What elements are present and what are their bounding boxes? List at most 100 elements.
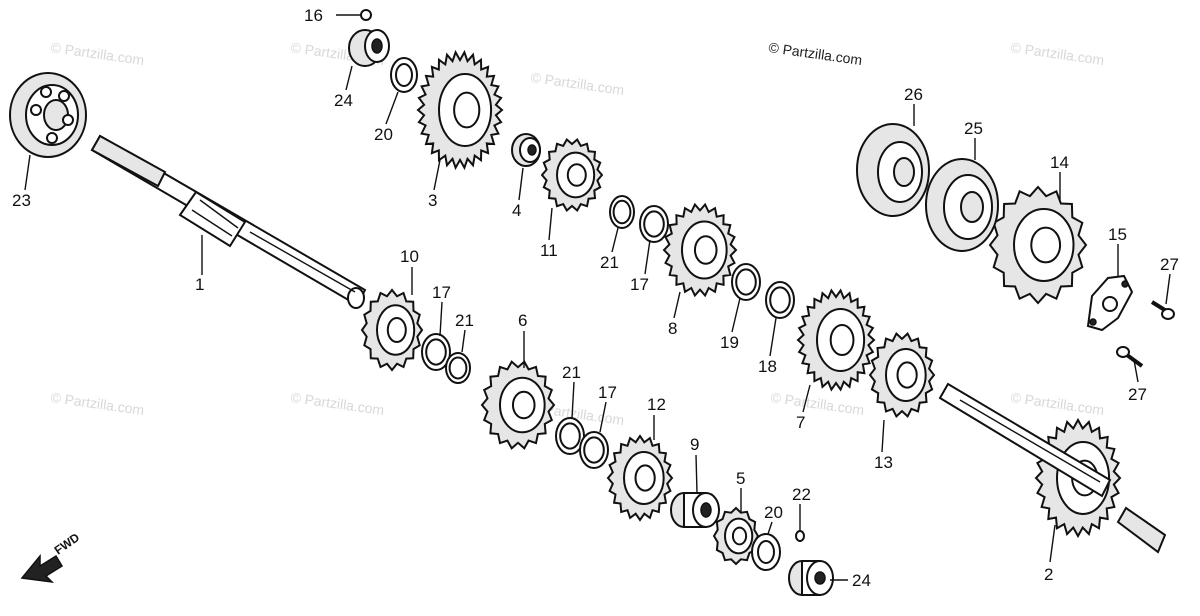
leader-line: [599, 401, 607, 433]
part-8-gear: [662, 202, 738, 298]
callout-20: 20: [374, 125, 393, 144]
part-2-countershaft: [938, 382, 1167, 554]
part-5-gear: [712, 506, 760, 566]
part-4-bushing: [511, 133, 541, 167]
part-15-fixing-plate: [1086, 274, 1134, 332]
callout-12: 12: [647, 395, 666, 414]
part-1-mainshaft: [90, 134, 367, 309]
part-21-circlip-b: [445, 352, 471, 384]
callout-25: 25: [964, 119, 983, 138]
part-6-gear: [480, 360, 556, 450]
callout-4: 4: [512, 201, 521, 220]
callout-17: 17: [432, 283, 451, 302]
callout-21: 21: [600, 253, 619, 272]
callout-20: 20: [764, 503, 783, 522]
part-26-oil-seal: [856, 123, 930, 217]
part-27-bolt-upper: [1150, 300, 1175, 320]
part-24-needle-bearing: [348, 29, 390, 67]
gear-layer: [360, 49, 1122, 566]
callout-5: 5: [736, 469, 745, 488]
part-24-needle-bearing-lower: [788, 560, 848, 596]
copyright-text: © Partzilla.com: [768, 39, 864, 68]
part-17-washer-c: [579, 431, 609, 469]
leader-line: [439, 301, 443, 337]
callout-16: 16: [304, 6, 323, 25]
leader-line: [345, 65, 353, 91]
callout-27: 27: [1128, 385, 1147, 404]
leader-line: [767, 521, 773, 535]
leader-line: [673, 291, 681, 319]
part-20-washer: [390, 57, 418, 93]
callout-9: 9: [690, 435, 699, 454]
part-9-needle-bearing: [670, 492, 720, 528]
callout-26: 26: [904, 85, 923, 104]
leader-line: [1133, 359, 1139, 383]
callout-21: 21: [562, 363, 581, 382]
leader-line: [1049, 524, 1056, 563]
leader-line: [571, 381, 575, 419]
callout-11: 11: [540, 241, 558, 260]
part-19-washer: [731, 263, 761, 301]
callout-23: 23: [12, 191, 31, 210]
part-10-gear: [360, 288, 424, 372]
callout-15: 15: [1108, 225, 1127, 244]
leader-line: [433, 159, 441, 191]
watermark-text: © Partzilla.com: [1010, 389, 1106, 418]
watermark-text: © Partzilla.com: [50, 389, 146, 418]
callout-10: 10: [400, 247, 419, 266]
leader-line: [731, 297, 741, 333]
part-17-washer-b: [421, 333, 451, 371]
watermark-text: © Partzilla.com: [50, 39, 146, 68]
callout-17: 17: [630, 275, 649, 294]
callout-22: 22: [792, 485, 811, 504]
part-23-bearing: [9, 72, 87, 158]
leader-line: [518, 167, 524, 201]
callout-21: 21: [455, 311, 474, 330]
fwd-label: FWD: [52, 530, 83, 557]
part-14-sprocket: [988, 185, 1088, 305]
part-3-gear: [416, 49, 504, 171]
callout-13: 13: [874, 453, 893, 472]
callout-2: 2: [1044, 565, 1053, 584]
forward-direction-arrow: FWD: [20, 530, 83, 584]
leader-line: [644, 239, 651, 275]
callout-3: 3: [428, 191, 437, 210]
callout-19: 19: [720, 333, 739, 352]
part-18-washer: [765, 281, 795, 319]
callout-18: 18: [758, 357, 777, 376]
callout-14: 14: [1050, 153, 1069, 172]
callout-24: 24: [334, 91, 353, 110]
leader-line: [881, 419, 885, 453]
watermark-text: © Partzilla.com: [530, 69, 626, 98]
leader-line: [24, 154, 31, 191]
callout-27: 27: [1160, 255, 1179, 274]
leader-line: [611, 227, 619, 253]
leader-line: [802, 384, 811, 413]
callout-1: 1: [195, 275, 204, 294]
leader-line: [695, 454, 698, 494]
callout-24: 24: [852, 571, 871, 590]
part-16-pin: [336, 9, 372, 21]
part-20-washer-lower: [751, 533, 781, 571]
part-21-circlip: [609, 195, 635, 229]
part-25-bearing: [925, 158, 999, 252]
watermark-text: © Partzilla.com: [290, 389, 386, 418]
callout-7: 7: [796, 413, 805, 432]
watermark-text: © Partzilla.com: [1010, 39, 1106, 68]
leader-line: [769, 317, 777, 357]
part-21-circlip-c: [555, 417, 585, 455]
part-13-gear: [868, 331, 936, 419]
part-17-washer: [639, 205, 669, 243]
callout-8: 8: [668, 319, 677, 338]
part-22-pin: [795, 530, 805, 542]
callout-17: 17: [598, 383, 617, 402]
part-27-bolt-lower: [1116, 346, 1144, 368]
leader-line: [1165, 273, 1171, 305]
leader-line: [385, 91, 399, 125]
part-11-gear: [540, 137, 604, 213]
leader-line: [461, 329, 466, 353]
leader-line: [548, 207, 553, 241]
